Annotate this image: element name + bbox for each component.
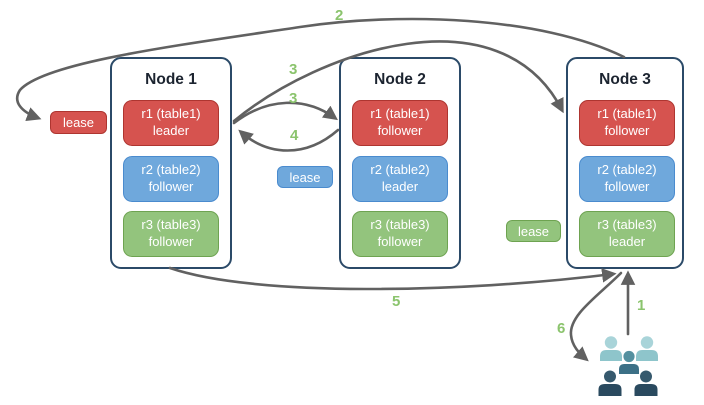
- node1-replica-r3: r3 (table3) follower: [123, 211, 219, 257]
- replica-role-label: follower: [148, 234, 194, 249]
- replica-role-label: follower: [377, 123, 423, 138]
- node-3-title: Node 3: [599, 71, 651, 88]
- step-label-3b: 3: [289, 90, 298, 107]
- lease-badge-table1: lease: [50, 111, 107, 134]
- replica-range-label: r3 (table3): [597, 217, 657, 233]
- node1-replica-r1: r1 (table1) leader: [123, 100, 219, 146]
- node-3-box: Node 3 r1 (table1) follower r2 (table2) …: [566, 57, 684, 269]
- replica-role-label: leader: [381, 179, 419, 194]
- replica-range-label: r1 (table1): [597, 106, 657, 122]
- step-label-6: 6: [557, 320, 566, 337]
- arrow-step2-node3-to-lease1: [15, 17, 626, 121]
- step-label-4: 4: [290, 127, 299, 144]
- replica-range-label: r3 (table3): [370, 217, 430, 233]
- step-label-1: 1: [637, 297, 646, 314]
- node3-replica-r1: r1 (table1) follower: [579, 100, 675, 146]
- replica-role-label: follower: [604, 123, 650, 138]
- user-head: [623, 350, 635, 363]
- user-body: [634, 384, 658, 396]
- replica-range-label: r1 (table1): [141, 106, 201, 122]
- replica-range-label: r2 (table2): [597, 162, 657, 178]
- step-label-5: 5: [392, 293, 401, 310]
- step-label-2: 2: [335, 7, 344, 24]
- node-1-box: Node 1 r1 (table1) leader r2 (table2) fo…: [110, 57, 232, 269]
- node-2-box: Node 2 r1 (table1) follower r2 (table2) …: [339, 57, 461, 269]
- node2-replica-r3: r3 (table3) follower: [352, 211, 448, 257]
- node-1-title: Node 1: [145, 71, 197, 88]
- user-body: [636, 350, 658, 361]
- node2-replica-r2: r2 (table2) leader: [352, 156, 448, 202]
- replica-range-label: r1 (table1): [370, 106, 430, 122]
- users-group-icon: [598, 336, 658, 396]
- replica-role-label: follower: [377, 234, 423, 249]
- user-head: [640, 370, 652, 383]
- user-body: [619, 364, 639, 374]
- lease-badge-table3: lease: [506, 220, 561, 242]
- lease-badge-table2: lease: [277, 166, 333, 188]
- user-body: [600, 350, 622, 361]
- replica-range-label: r2 (table2): [370, 162, 430, 178]
- user-body: [598, 384, 622, 396]
- arrow-step3-node1-to-node2: [232, 101, 338, 125]
- replica-range-label: r3 (table3): [141, 217, 201, 233]
- replica-range-label: r2 (table2): [141, 162, 201, 178]
- replica-role-label: follower: [604, 179, 650, 194]
- replica-role-label: follower: [148, 179, 194, 194]
- node3-replica-r3: r3 (table3) leader: [579, 211, 675, 257]
- arrow-step5-node1-to-node3: [168, 266, 617, 291]
- replica-role-label: leader: [152, 123, 190, 138]
- node2-replica-r1: r1 (table1) follower: [352, 100, 448, 146]
- node3-replica-r2: r2 (table2) follower: [579, 156, 675, 202]
- node-2-title: Node 2: [374, 71, 426, 88]
- user-head: [640, 336, 654, 349]
- user-head: [604, 370, 616, 383]
- node1-replica-r2: r2 (table2) follower: [123, 156, 219, 202]
- user-head: [604, 336, 618, 349]
- step-label-3a: 3: [289, 61, 298, 78]
- replica-role-label: leader: [608, 234, 646, 249]
